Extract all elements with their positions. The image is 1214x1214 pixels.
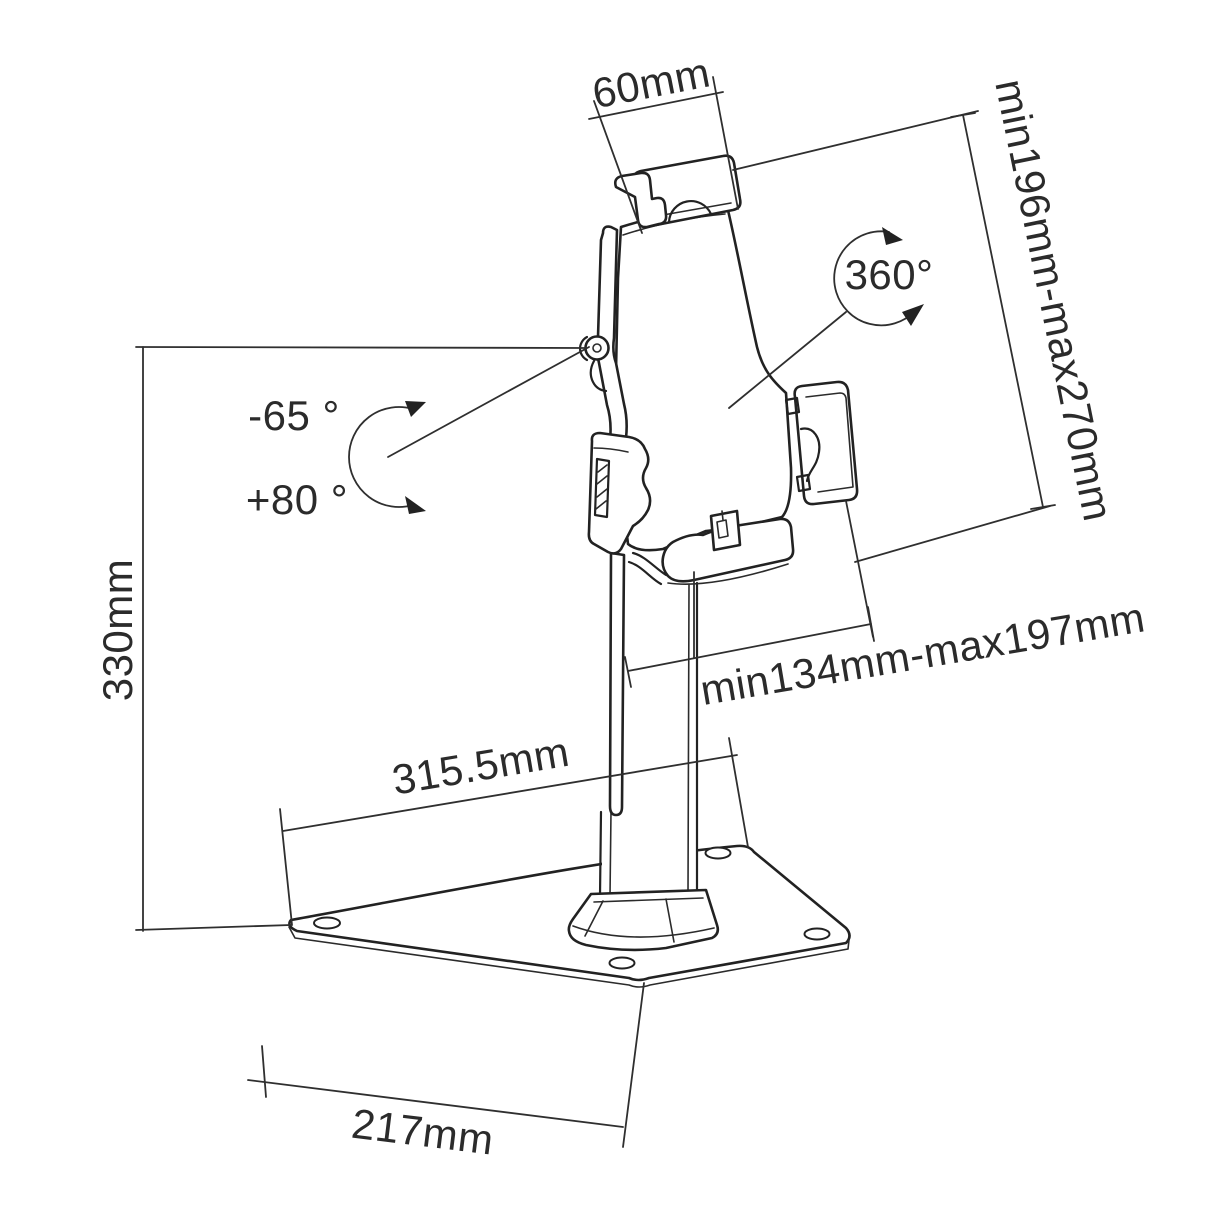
extension-line-left — [593, 100, 643, 234]
dimension-total-height: 330mm — [94, 346, 587, 932]
left-clamp-grip-pad — [593, 457, 611, 519]
dim-line — [588, 91, 724, 120]
rotation-arc — [833, 230, 915, 327]
tick-top — [950, 112, 976, 118]
extension-line-right — [712, 76, 739, 210]
grip-pad-hatch — [595, 464, 608, 510]
pole-inner-left-edge — [609, 811, 612, 897]
rotation-label: 360° — [845, 251, 934, 298]
bottom-clamp-bar — [661, 517, 795, 583]
left-clamp-body — [587, 431, 652, 555]
top-clamp-scallop — [667, 200, 713, 224]
dim-line — [627, 623, 872, 672]
tilt-leader-line — [387, 346, 590, 458]
pivot-hook — [589, 359, 608, 393]
connector-notch — [721, 510, 724, 521]
dimension-base-width: 217mm — [247, 982, 645, 1164]
extension-line-right — [728, 737, 749, 848]
extension-line-left — [261, 1045, 267, 1098]
extension-line-left — [279, 808, 293, 926]
tick-left — [624, 656, 632, 688]
right-clamp-latch-bottom — [795, 473, 812, 493]
screw-hole — [704, 846, 732, 860]
foot-top-rim — [593, 897, 704, 903]
tick-bottom — [1030, 504, 1056, 510]
right-clamp — [784, 380, 859, 506]
arc-arrowhead-top-icon — [405, 401, 426, 417]
dim-line — [962, 114, 1044, 508]
rotation-annotation: 360° — [728, 227, 934, 409]
base-plate-thickness-edge — [288, 926, 850, 988]
foot-bevel-left — [584, 900, 604, 937]
pole-left-edge — [598, 810, 603, 898]
pivot-screw-inner — [592, 343, 602, 353]
tilt-back-label: -65 ° — [248, 392, 340, 439]
bottom-clamp-link-line2 — [627, 560, 663, 586]
extension-line-bottom — [854, 505, 1051, 563]
dim-line — [282, 754, 738, 832]
left-clamp — [587, 431, 652, 555]
connector-tab — [709, 509, 742, 552]
tilt-arc — [348, 406, 414, 508]
bottom-clamp — [627, 509, 795, 586]
dimension-label-base-depth: 315.5mm — [389, 728, 573, 804]
screw-hole — [313, 916, 341, 930]
dimension-label-width-range: min134mm-max197mm — [697, 593, 1148, 714]
foot-bevel-right — [665, 898, 675, 943]
arc-arrowhead-bottom-icon — [405, 496, 426, 514]
bottom-clamp-link-line1 — [631, 551, 668, 577]
dimension-label-height-range: min196mm-max270mm — [986, 75, 1122, 525]
extension-line-bottom — [135, 924, 292, 931]
dim-line — [247, 1079, 624, 1128]
base-plate — [288, 844, 851, 988]
bottom-clamp-shadow-line — [667, 563, 789, 585]
foot-bottom-rim — [572, 925, 715, 938]
pole-foot — [567, 888, 720, 952]
left-clamp-top-line — [593, 447, 629, 453]
extension-line-top — [135, 346, 587, 349]
arc-arrowhead-bottom-icon — [902, 304, 924, 326]
pole-inner-right-edge — [687, 584, 690, 895]
extension-line-top — [732, 110, 979, 171]
dimension-label-total-height: 330mm — [94, 559, 141, 702]
spine-rail-lower — [608, 551, 626, 817]
screw-hole — [803, 927, 831, 941]
right-clamp-body — [793, 380, 859, 506]
base-plate-outline — [288, 844, 851, 982]
tilt-forward-label: +80 ° — [246, 476, 348, 523]
right-clamp-latch-top — [784, 396, 801, 416]
right-clamp-hook — [799, 427, 821, 483]
rotation-leader-line — [728, 311, 847, 409]
extension-line-right — [845, 500, 874, 638]
right-clamp-inner-line — [805, 392, 854, 493]
extension-line-right — [622, 982, 645, 1148]
tablet-holder — [578, 154, 859, 817]
tilt-annotation: -65 ° +80 ° — [246, 346, 590, 523]
arc-arrowhead-top-icon — [882, 227, 903, 245]
screw-hole — [608, 956, 636, 970]
